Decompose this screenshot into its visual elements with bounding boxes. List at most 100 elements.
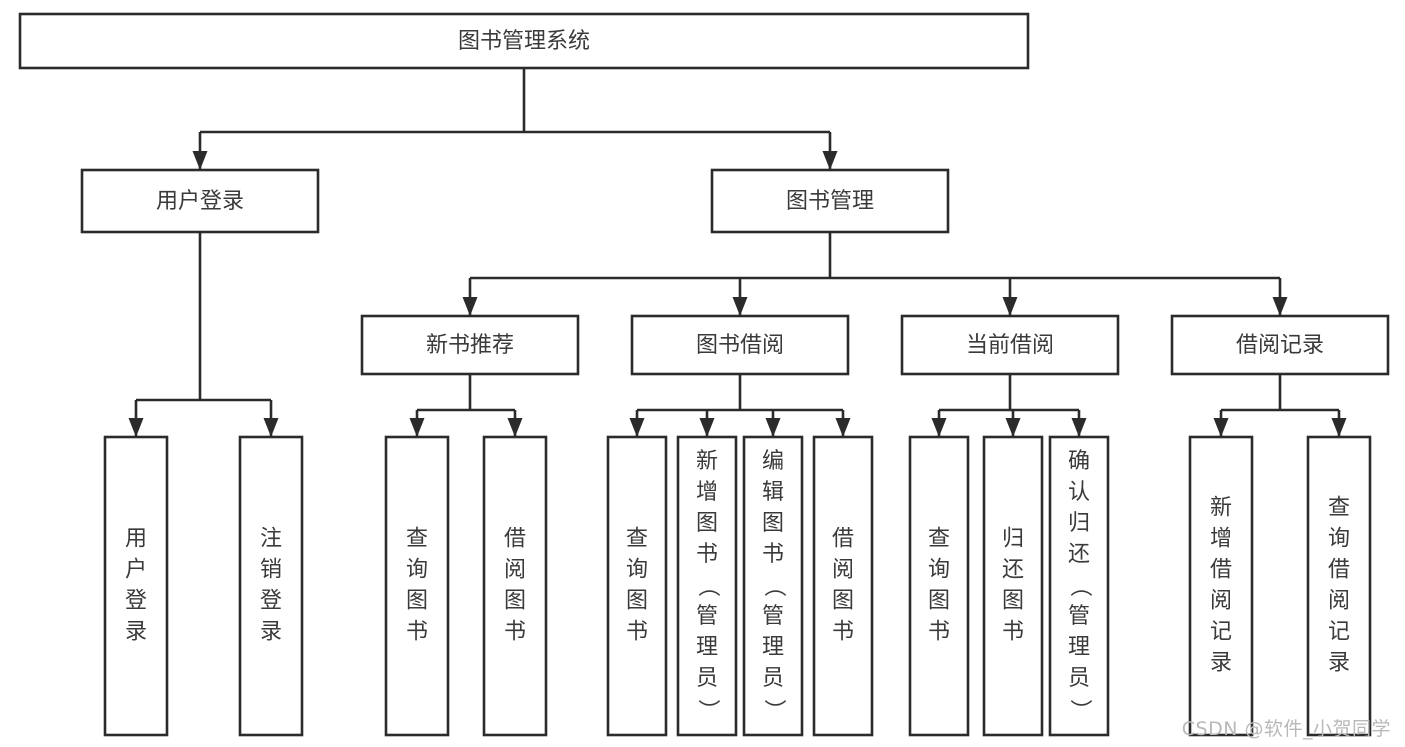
node-label-char: 书	[832, 620, 854, 645]
edge-group-borrow-record	[1213, 374, 1347, 437]
node-label-char: 户	[125, 558, 147, 583]
arrow-head-icon	[1331, 418, 1347, 437]
node-box-leaf-query-book-bb	[606, 435, 668, 737]
arrow-head-icon	[1071, 418, 1087, 437]
edge-group-root	[192, 68, 838, 170]
node-box-leaf-add-book	[676, 435, 738, 737]
node-label-char: 确	[1068, 449, 1090, 474]
node-label-char: 书	[928, 620, 950, 645]
node-label-char: 认	[1068, 480, 1090, 505]
arrow-head-icon	[192, 151, 208, 170]
node-label-char: 阅	[832, 558, 854, 583]
node-label-char: 增	[696, 480, 718, 505]
arrow-head-icon	[732, 297, 748, 316]
node-label-char: 书	[1002, 620, 1024, 645]
edge-group-new-book-rec	[409, 374, 523, 437]
arrow-head-icon	[1213, 418, 1229, 437]
node-label-char: 询	[626, 558, 648, 583]
node-label-char: （	[695, 575, 720, 597]
node-box-leaf-confirm-return	[1048, 435, 1110, 737]
node-label-char: 书	[504, 620, 526, 645]
node-label-char: 书	[406, 620, 428, 645]
node-label-user-login: 用户登录	[156, 189, 244, 214]
node-book-borrow[interactable]: 图书借阅	[630, 314, 850, 376]
arrow-head-icon	[462, 297, 478, 316]
arrow-head-icon	[822, 151, 838, 170]
arrow-head-icon	[1005, 418, 1021, 437]
arrow-head-icon	[931, 418, 947, 437]
node-label-char: 还	[1068, 542, 1090, 567]
arrow-head-icon	[765, 418, 781, 437]
node-new-book-rec[interactable]: 新书推荐	[360, 314, 580, 376]
node-book-manage[interactable]: 图书管理	[710, 168, 950, 234]
node-box-leaf-user-logout	[238, 435, 304, 737]
node-label-char: 借	[832, 527, 854, 552]
arrow-head-icon	[409, 418, 425, 437]
arrow-head-icon	[1002, 297, 1018, 316]
node-leaf-user-login[interactable]: 用户登录	[103, 435, 169, 737]
node-label-char: 阅	[504, 558, 526, 583]
node-box-leaf-borrow-book-rec	[482, 435, 548, 737]
edge-group-book-borrow	[629, 374, 851, 437]
node-label-char: 图	[832, 589, 854, 614]
node-label-char: 查	[1328, 496, 1350, 521]
node-label-char: 录	[125, 620, 147, 645]
arrow-head-icon	[835, 418, 851, 437]
node-label-char: 借	[504, 527, 526, 552]
arrow-head-icon	[1272, 297, 1288, 316]
node-box-leaf-user-login	[103, 435, 169, 737]
node-label-char: （	[761, 575, 786, 597]
node-label-char: 管	[762, 604, 784, 629]
node-current-borrow[interactable]: 当前借阅	[900, 314, 1120, 376]
node-label-char: 查	[626, 527, 648, 552]
node-label-char: 图	[696, 511, 718, 536]
csdn-watermark: CSDN @软件_小贺同学	[1181, 718, 1391, 740]
edge-group-user-login	[128, 232, 279, 437]
node-label-char: ）	[761, 699, 786, 721]
node-label-char: 图	[762, 511, 784, 536]
node-label-char: 增	[1210, 527, 1232, 552]
node-root[interactable]: 图书管理系统	[18, 12, 1030, 70]
node-label-borrow-record: 借阅记录	[1236, 333, 1324, 358]
node-label-char: 书	[696, 542, 718, 567]
node-label-char: 管	[696, 604, 718, 629]
node-label-char: 询	[928, 558, 950, 583]
arrow-head-icon	[629, 418, 645, 437]
node-box-leaf-borrow-book-bb	[812, 435, 874, 737]
node-box-root	[18, 12, 1030, 70]
node-label-char: 还	[1002, 558, 1024, 583]
node-box-leaf-return-book	[982, 435, 1044, 737]
node-label-char: 归	[1002, 527, 1024, 552]
node-label-char: 用	[125, 527, 147, 552]
node-borrow-record[interactable]: 借阅记录	[1170, 314, 1390, 376]
node-label-char: 员	[696, 666, 718, 691]
node-label-new-book-rec: 新书推荐	[426, 333, 514, 358]
node-label-char: 图	[406, 589, 428, 614]
node-label-char: 编	[762, 449, 784, 474]
arrow-head-icon	[507, 418, 523, 437]
node-label-char: 阅	[1328, 589, 1350, 614]
node-layer: 图书管理系统用户登录图书管理新书推荐图书借阅当前借阅借阅记录用户登录注销登录查询…	[18, 12, 1390, 737]
node-label-char: 录	[260, 620, 282, 645]
node-box-leaf-add-record	[1188, 435, 1254, 737]
node-box-book-borrow	[630, 314, 850, 376]
node-box-leaf-query-book-rec	[384, 435, 450, 737]
node-label-char: 查	[406, 527, 428, 552]
node-label-char: ）	[1067, 699, 1092, 721]
node-label-char: 理	[762, 635, 784, 660]
node-user-login[interactable]: 用户登录	[80, 168, 320, 234]
